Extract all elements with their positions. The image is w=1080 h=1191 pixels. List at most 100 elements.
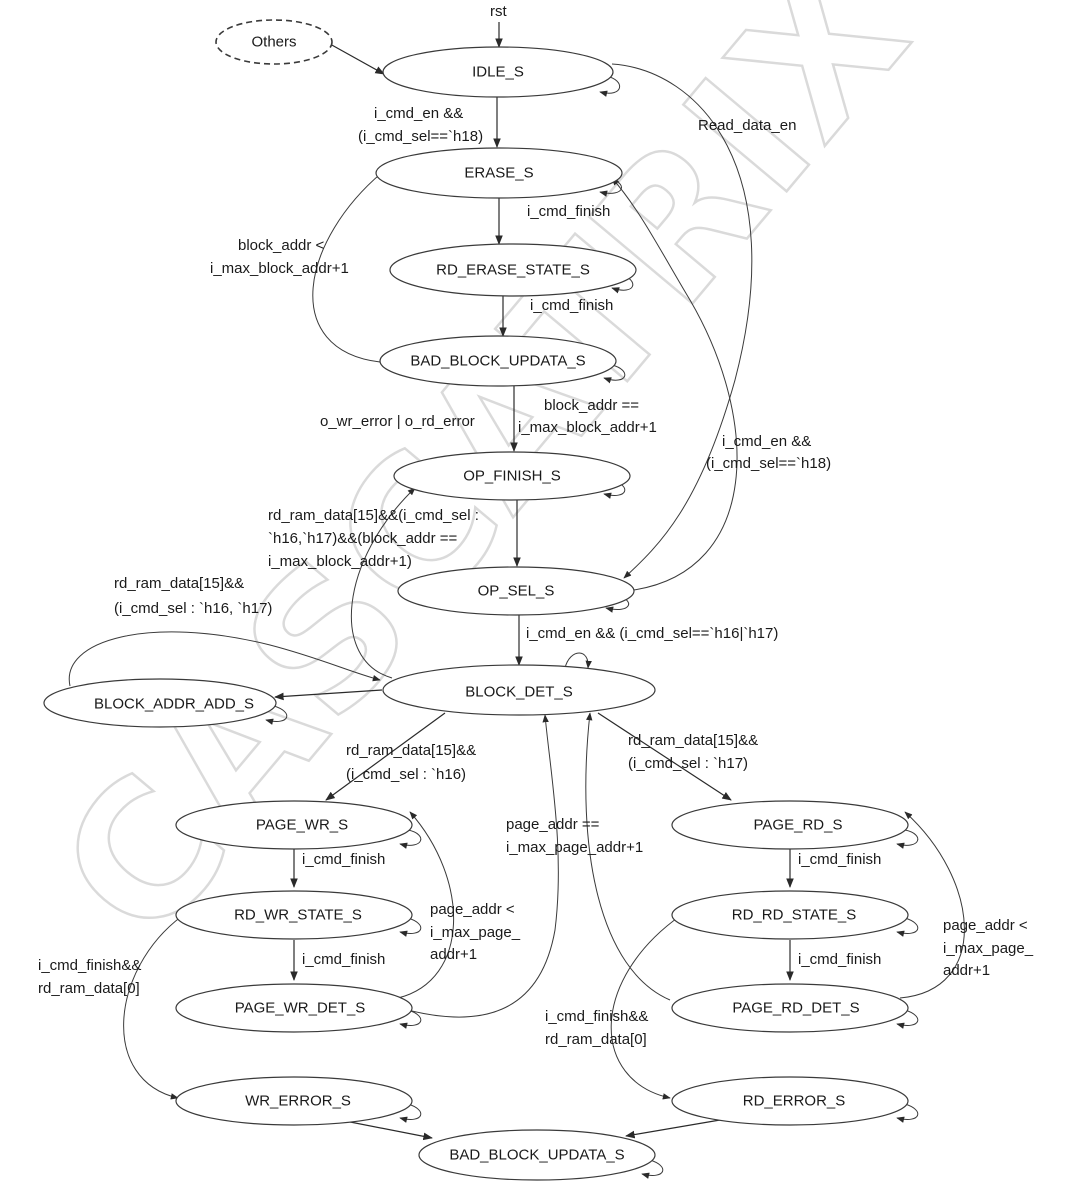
label-rd-erase-finish: i_cmd_finish bbox=[530, 297, 613, 314]
edge-idle-opsel bbox=[611, 63, 753, 579]
label-rst: rst bbox=[490, 3, 507, 20]
label-page-wr-finish: i_cmd_finish bbox=[302, 851, 385, 868]
edge-pagerddet-pagerd bbox=[899, 811, 965, 999]
state-label: RD_RD_STATE_S bbox=[732, 907, 856, 924]
edge-wrerror-self bbox=[399, 1103, 422, 1123]
label-block-addr-eq-line1: block_addr == bbox=[544, 397, 639, 414]
label-page-addr-eq-line2: i_max_page_addr+1 bbox=[506, 839, 643, 856]
edge-rdrd-rderror bbox=[610, 915, 681, 1100]
label-page-addr-lt-rd-line1: page_addr < bbox=[943, 917, 1028, 934]
state-rd-wr-state: RD_WR_STATE_S bbox=[175, 890, 413, 940]
label-block-addr-eq-line2: i_max_block_addr+1 bbox=[518, 419, 657, 436]
edge-blockaddradd-self bbox=[265, 705, 288, 725]
label-rd-ram-finish-line3: i_max_block_addr+1) bbox=[268, 553, 412, 570]
state-label: BAD_BLOCK_UPDATA_S bbox=[410, 353, 585, 370]
state-label: PAGE_WR_DET_S bbox=[235, 1000, 366, 1017]
edge-opsel-erase bbox=[611, 177, 738, 591]
label-page-addr-lt-rd-line3: addr+1 bbox=[943, 962, 990, 979]
edge-rdrd-self bbox=[896, 917, 919, 937]
label-page-addr-lt-wr-line3: addr+1 bbox=[430, 946, 477, 963]
state-label: IDLE_S bbox=[472, 64, 524, 81]
state-label: PAGE_RD_DET_S bbox=[732, 1000, 859, 1017]
label-erase-finish: i_cmd_finish bbox=[527, 203, 610, 220]
label-rd-err-line1: i_cmd_finish&& bbox=[545, 1008, 648, 1025]
label-page-addr-lt-wr-line2: i_max_page_ bbox=[430, 924, 521, 941]
state-wr-error: WR_ERROR_S bbox=[175, 1076, 413, 1126]
states: Others IDLE_S ERASE_S RD_ERASE_STATE_S B… bbox=[43, 19, 909, 1181]
edge-badblock-self bbox=[603, 364, 626, 384]
edge-pagerddet-blockdet bbox=[585, 712, 671, 1001]
label-cmd-en-h18-line1: i_cmd_en && bbox=[722, 433, 811, 450]
state-label: Others bbox=[251, 34, 296, 51]
state-others: Others bbox=[215, 19, 333, 65]
state-page-rd-det: PAGE_RD_DET_S bbox=[671, 983, 909, 1033]
label-page-addr-lt-wr-line1: page_addr < bbox=[430, 901, 515, 918]
edge-rderror-badblock bbox=[625, 1119, 721, 1139]
state-label: WR_ERROR_S bbox=[245, 1093, 351, 1110]
state-rd-rd-state: RD_RD_STATE_S bbox=[671, 890, 909, 940]
state-op-finish: OP_FINISH_S bbox=[393, 451, 631, 501]
edge-others-idle bbox=[329, 43, 385, 75]
edge-pagewr-self bbox=[399, 829, 422, 849]
state-label: RD_ERROR_S bbox=[743, 1093, 846, 1110]
label-rd-ram-add-line2: (i_cmd_sel : `h16, `h17) bbox=[114, 600, 272, 617]
label-rd-ram-h17-line1: rd_ram_data[15]&& bbox=[628, 732, 758, 749]
edge-wrerror-badblock bbox=[339, 1119, 433, 1141]
state-label: RD_ERASE_STATE_S bbox=[436, 262, 590, 279]
state-erase: ERASE_S bbox=[375, 147, 623, 199]
edge-rdwr-wrerror bbox=[123, 915, 183, 1100]
label-page-rd-finish: i_cmd_finish bbox=[798, 851, 881, 868]
label-rd-ram-finish-line1: rd_ram_data[15]&&(i_cmd_sel : bbox=[268, 507, 479, 524]
edge-blockdet-self bbox=[564, 652, 592, 669]
label-cmd-erase-line2: (i_cmd_sel==`h18) bbox=[358, 128, 483, 145]
label-rd-wr-finish: i_cmd_finish bbox=[302, 951, 385, 968]
edge-pagewrdet-blockdet bbox=[399, 714, 559, 1018]
label-rd-ram-h17-line2: (i_cmd_sel : `h17) bbox=[628, 755, 748, 772]
edge-blockdet-pagerd bbox=[597, 712, 732, 801]
label-page-addr-lt-rd-line2: i_max_page_ bbox=[943, 940, 1034, 957]
state-page-wr: PAGE_WR_S bbox=[175, 800, 413, 850]
label-block-addr-lt-line2: i_max_block_addr+1 bbox=[210, 260, 349, 277]
edge-badblock-erase bbox=[312, 169, 386, 363]
transition-labels: rst i_cmd_en && (i_cmd_sel==`h18) Read_d… bbox=[38, 3, 1034, 1048]
edge-blockdet-blockaddradd bbox=[274, 689, 383, 701]
state-bad-block-updata-top: BAD_BLOCK_UPDATA_S bbox=[379, 335, 617, 387]
edge-pagerddet-self bbox=[896, 1009, 919, 1029]
transition-edges bbox=[68, 22, 965, 1179]
state-bad-block-updata-bottom: BAD_BLOCK_UPDATA_S bbox=[418, 1129, 656, 1181]
label-cmd-erase-line1: i_cmd_en && bbox=[374, 105, 463, 122]
edge-badblock-bottom-self bbox=[641, 1159, 664, 1179]
label-read-data-en: Read_data_en bbox=[698, 117, 796, 134]
state-page-wr-det: PAGE_WR_DET_S bbox=[175, 983, 413, 1033]
state-label: ERASE_S bbox=[464, 165, 533, 182]
edge-pagerd-self bbox=[896, 829, 919, 849]
edge-blockaddradd-blockdet bbox=[68, 631, 381, 687]
state-page-rd: PAGE_RD_S bbox=[671, 800, 909, 850]
state-label: RD_WR_STATE_S bbox=[234, 907, 362, 924]
state-rd-error: RD_ERROR_S bbox=[671, 1076, 909, 1126]
label-wr-rd-error: o_wr_error | o_rd_error bbox=[320, 413, 475, 430]
state-label: BLOCK_DET_S bbox=[465, 684, 573, 701]
edge-rderror-self bbox=[896, 1103, 919, 1123]
state-rd-erase-state: RD_ERASE_STATE_S bbox=[389, 243, 637, 297]
label-wr-err-line1: i_cmd_finish&& bbox=[38, 957, 141, 974]
state-label: OP_FINISH_S bbox=[463, 468, 561, 485]
state-label: BAD_BLOCK_UPDATA_S bbox=[449, 1147, 624, 1164]
label-rd-ram-finish-line2: `h16,`h17)&&(block_addr == bbox=[268, 530, 458, 547]
label-page-addr-eq-line1: page_addr == bbox=[506, 816, 600, 833]
label-wr-err-line2: rd_ram_data[0] bbox=[38, 980, 140, 997]
edge-blockdet-pagewr bbox=[325, 712, 446, 801]
state-label: BLOCK_ADDR_ADD_S bbox=[94, 696, 254, 713]
label-rd-err-line2: rd_ram_data[0] bbox=[545, 1031, 647, 1048]
edge-pagewrdet-pagewr bbox=[397, 811, 455, 999]
state-label: OP_SEL_S bbox=[478, 583, 555, 600]
label-rd-rd-finish: i_cmd_finish bbox=[798, 951, 881, 968]
state-op-sel: OP_SEL_S bbox=[397, 566, 635, 616]
label-rd-ram-add-line1: rd_ram_data[15]&& bbox=[114, 575, 244, 592]
edge-blockdet-opfinish bbox=[351, 487, 416, 679]
label-block-addr-lt-line1: block_addr < bbox=[238, 237, 325, 254]
label-cmd-en-h16-h17: i_cmd_en && (i_cmd_sel==`h16|`h17) bbox=[526, 625, 778, 642]
label-rd-ram-h16-line1: rd_ram_data[15]&& bbox=[346, 742, 476, 759]
state-block-addr-add: BLOCK_ADDR_ADD_S bbox=[43, 678, 277, 728]
